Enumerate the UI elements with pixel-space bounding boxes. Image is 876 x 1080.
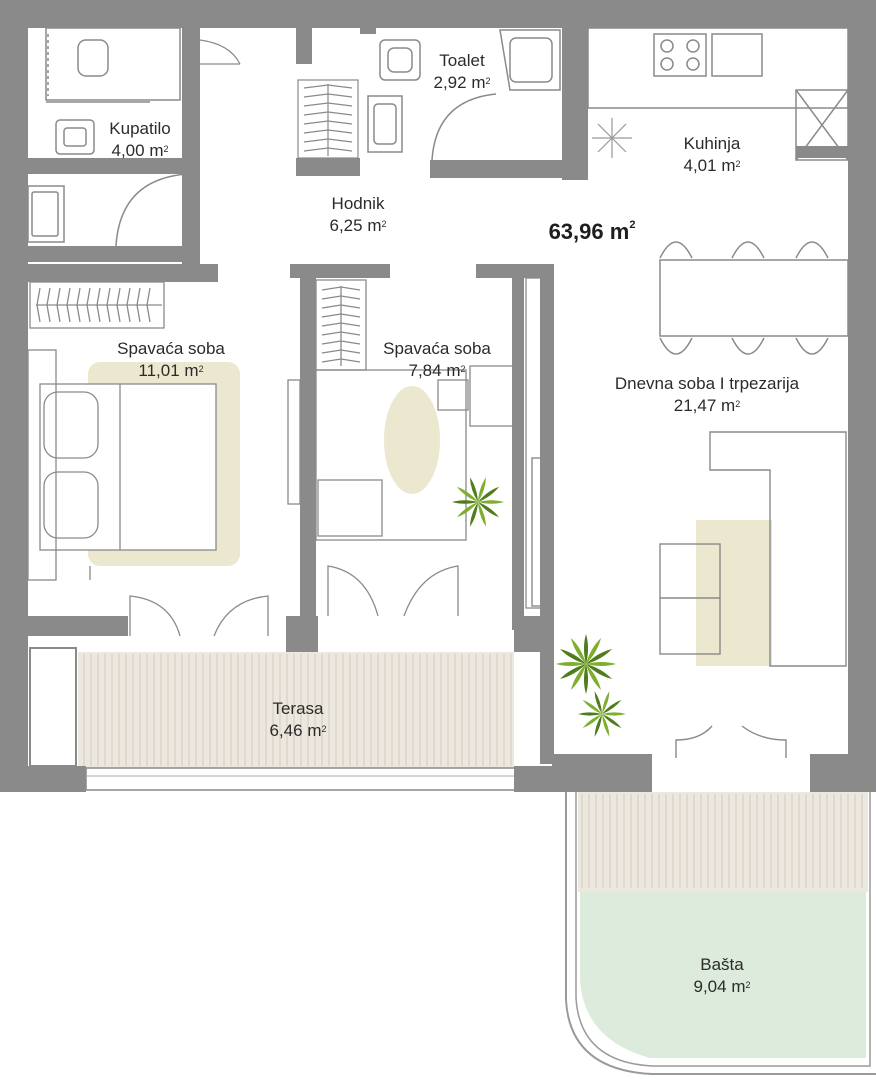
room-area: 9,04 bbox=[693, 977, 727, 996]
plant-icon bbox=[556, 634, 616, 694]
hodnik-wardrobe bbox=[199, 39, 359, 159]
bedroom2-furniture bbox=[315, 277, 543, 617]
kupatilo-fixtures bbox=[27, 27, 181, 243]
toalet-fixtures bbox=[367, 29, 561, 161]
room-label-spavaca-soba-1: Spavaća soba 11,01 m2 bbox=[117, 339, 225, 380]
plant-icon bbox=[578, 691, 626, 737]
kupatilo-door bbox=[115, 173, 187, 247]
room-label-spavaca-soba-2: Spavaća soba 7,84 m2 bbox=[383, 339, 491, 380]
room-label-kuhinja: Kuhinja 4,01 m2 bbox=[683, 134, 741, 175]
room-label-dnevna-soba: Dnevna soba I trpezarija 21,47 m2 bbox=[614, 374, 800, 415]
room-area: 21,47 bbox=[673, 396, 717, 415]
room-area: 7,84 bbox=[408, 361, 442, 380]
room-label-hodnik: Hodnik 6,25 m2 bbox=[329, 194, 387, 235]
room-area: 4,01 bbox=[683, 156, 717, 175]
room-name: Spavaća soba bbox=[117, 339, 225, 358]
total-area: 63,96 m2 bbox=[548, 219, 636, 244]
room-area: 4,00 bbox=[111, 141, 145, 160]
living-furniture bbox=[531, 431, 847, 758]
plant-icon bbox=[452, 477, 504, 527]
terasa-deck bbox=[29, 647, 517, 791]
bedroom1-furniture bbox=[27, 281, 301, 637]
kuhinja-fixtures bbox=[587, 27, 849, 161]
room-area: 6,25 bbox=[329, 216, 363, 235]
room-name: Spavaća soba bbox=[383, 339, 491, 358]
room-area: 6,46 bbox=[269, 721, 303, 740]
total-area-value: 63,96 bbox=[548, 219, 604, 244]
room-name: Hodnik bbox=[331, 194, 385, 213]
room-name: Kuhinja bbox=[683, 134, 741, 153]
room-label-terasa: Terasa 6,46 m2 bbox=[269, 699, 327, 740]
room-area: 11,01 bbox=[138, 361, 180, 380]
room-area: 2,92 bbox=[433, 73, 467, 92]
room-label-toalet: Toalet 2,92 m2 bbox=[433, 51, 491, 92]
room-label-kupatilo: Kupatilo 4,00 m2 bbox=[109, 119, 171, 160]
room-name: Dnevna soba I trpezarija bbox=[614, 374, 800, 393]
room-name: Bašta bbox=[700, 955, 744, 974]
room-name: Terasa bbox=[272, 699, 324, 718]
basta-garden bbox=[565, 792, 876, 1075]
plants bbox=[452, 477, 626, 737]
room-name: Kupatilo bbox=[109, 119, 171, 138]
room-name: Toalet bbox=[439, 51, 485, 70]
dining-set bbox=[659, 241, 849, 355]
walls bbox=[0, 0, 876, 792]
room-label-basta: Bašta 9,04 m2 bbox=[693, 955, 751, 996]
